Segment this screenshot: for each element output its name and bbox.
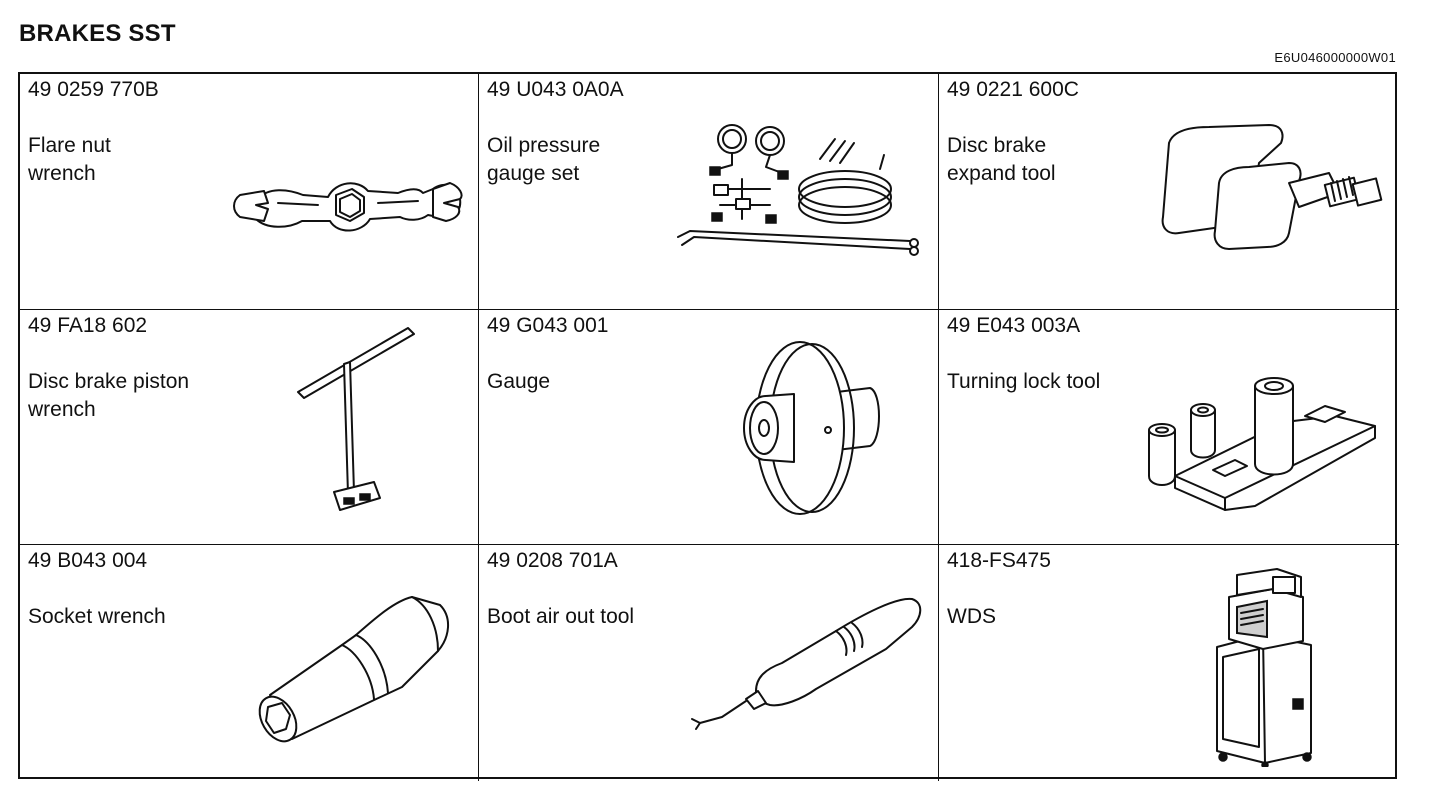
tool-cell-socket-wrench: 49 B043 004 Socket wrench xyxy=(20,545,479,781)
part-number: 49 E043 003A xyxy=(947,314,1081,337)
wds-icon xyxy=(1203,567,1333,767)
part-number: 418-FS475 xyxy=(947,549,1051,572)
socket-wrench-icon xyxy=(252,595,452,745)
part-number: 49 U043 0A0A xyxy=(487,78,624,101)
tool-name: Gauge xyxy=(487,370,551,393)
tool-cell-disc-brake-expand-tool: 49 0221 600C Disc brake expand tool xyxy=(939,74,1399,310)
flare-nut-wrench-icon xyxy=(228,159,468,249)
page-title: BRAKES SST xyxy=(19,20,176,47)
tool-name: Disc brake piston wrench xyxy=(28,370,190,421)
part-number: 49 B043 004 xyxy=(28,549,148,572)
tool-grid: 49 0259 770B Flare nut wrench 49 U043 0A… xyxy=(18,72,1399,781)
gauge-icon xyxy=(730,336,890,516)
tool-cell-turning-lock-tool: 49 E043 003A Turning lock tool xyxy=(939,310,1399,545)
part-number: 49 FA18 602 xyxy=(28,314,148,337)
tool-name: Disc brake expand tool xyxy=(947,134,1056,185)
tool-name: Boot air out tool xyxy=(487,605,635,628)
tool-cell-gauge: 49 G043 001 Gauge xyxy=(479,310,939,545)
tool-cell-oil-pressure-gauge-set: 49 U043 0A0A Oil pressure gauge set xyxy=(479,74,939,310)
tool-cell-disc-brake-piston-wrench: 49 FA18 602 Disc brake piston wrench xyxy=(20,310,479,545)
tool-name: WDS xyxy=(947,605,996,628)
part-number: 49 0259 770B xyxy=(28,78,159,101)
part-number: 49 G043 001 xyxy=(487,314,609,337)
part-number: 49 0208 701A xyxy=(487,549,618,572)
tool-cell-flare-nut-wrench: 49 0259 770B Flare nut wrench xyxy=(20,74,479,310)
disc-brake-expand-tool-icon xyxy=(1149,123,1389,253)
tool-cell-boot-air-out-tool: 49 0208 701A Boot air out tool xyxy=(479,545,939,781)
part-number: 49 0221 600C xyxy=(947,78,1079,101)
oil-pressure-gauge-set-icon xyxy=(670,119,930,259)
tool-name: Socket wrench xyxy=(28,605,166,628)
boot-air-out-tool-icon xyxy=(686,595,926,735)
document-code: E6U046000000W01 xyxy=(1274,50,1396,65)
tool-name: Oil pressure gauge set xyxy=(487,134,601,185)
turning-lock-tool-icon xyxy=(1135,346,1385,516)
disc-brake-piston-wrench-icon xyxy=(288,324,428,524)
tool-name: Turning lock tool xyxy=(947,370,1101,393)
tool-cell-wds: 418-FS475 WDS xyxy=(939,545,1399,781)
tool-name: Flare nut wrench xyxy=(28,134,111,185)
